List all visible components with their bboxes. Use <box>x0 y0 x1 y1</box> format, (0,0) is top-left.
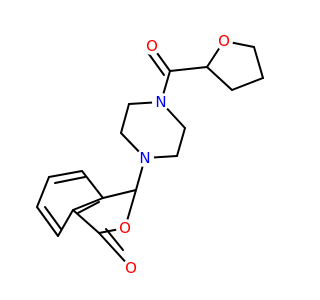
atom-o-thf: O <box>215 32 233 50</box>
atom-label-layer: O O N N O O <box>116 32 233 277</box>
atom-label-o-thf: O <box>218 32 230 50</box>
bond-thf-c5-c4 <box>253 46 264 79</box>
bond-pip-c-left-bottom-c-left-top <box>120 103 130 134</box>
bond-pip-c-right-top-c-right-bottom <box>176 127 186 157</box>
molecule-structure-diagram: O O N N O O <box>36 32 264 277</box>
atom-o-lactone-ring: O <box>116 219 134 237</box>
bond-benz-c7-c7a <box>57 209 74 237</box>
atom-label-o-carbonyl-top: O <box>146 37 158 55</box>
bond-benz-c5-c6 <box>36 176 50 208</box>
atom-n-lower: N <box>136 149 154 167</box>
atom-o-carbonyl-top: O <box>143 37 161 55</box>
bond-c3-c3a <box>102 189 137 199</box>
atom-label-n-lower: N <box>139 149 150 167</box>
bond-c1-o-carbonyl-second <box>105 228 124 251</box>
bond-benz-c3a-c7a <box>72 197 104 211</box>
bond-thf-c4-c3 <box>231 77 264 91</box>
bond-benz-inner-c6-c7 <box>44 206 62 230</box>
bond-benz-inner-c3a-c7a <box>77 201 100 214</box>
atom-n-upper: N <box>152 93 170 111</box>
bond-thf-c3-c2 <box>206 66 233 91</box>
bond-layer <box>36 40 264 269</box>
atom-o-lactone-carbonyl: O <box>122 259 140 277</box>
bond-benz-c4-c5 <box>48 170 83 178</box>
atom-label-n-upper: N <box>155 93 166 111</box>
bond-benz-inner-c4-c5 <box>54 176 86 184</box>
atom-label-o-lactone-ring: O <box>119 219 131 237</box>
bond-carbonyl-c-thf-c2 <box>169 66 208 72</box>
bond-benz-c6-c7 <box>36 206 59 237</box>
bond-c1-c7a <box>72 209 100 234</box>
atom-label-o-lactone-carbonyl: O <box>125 259 137 277</box>
bond-benz-c3a-c4 <box>81 170 104 199</box>
